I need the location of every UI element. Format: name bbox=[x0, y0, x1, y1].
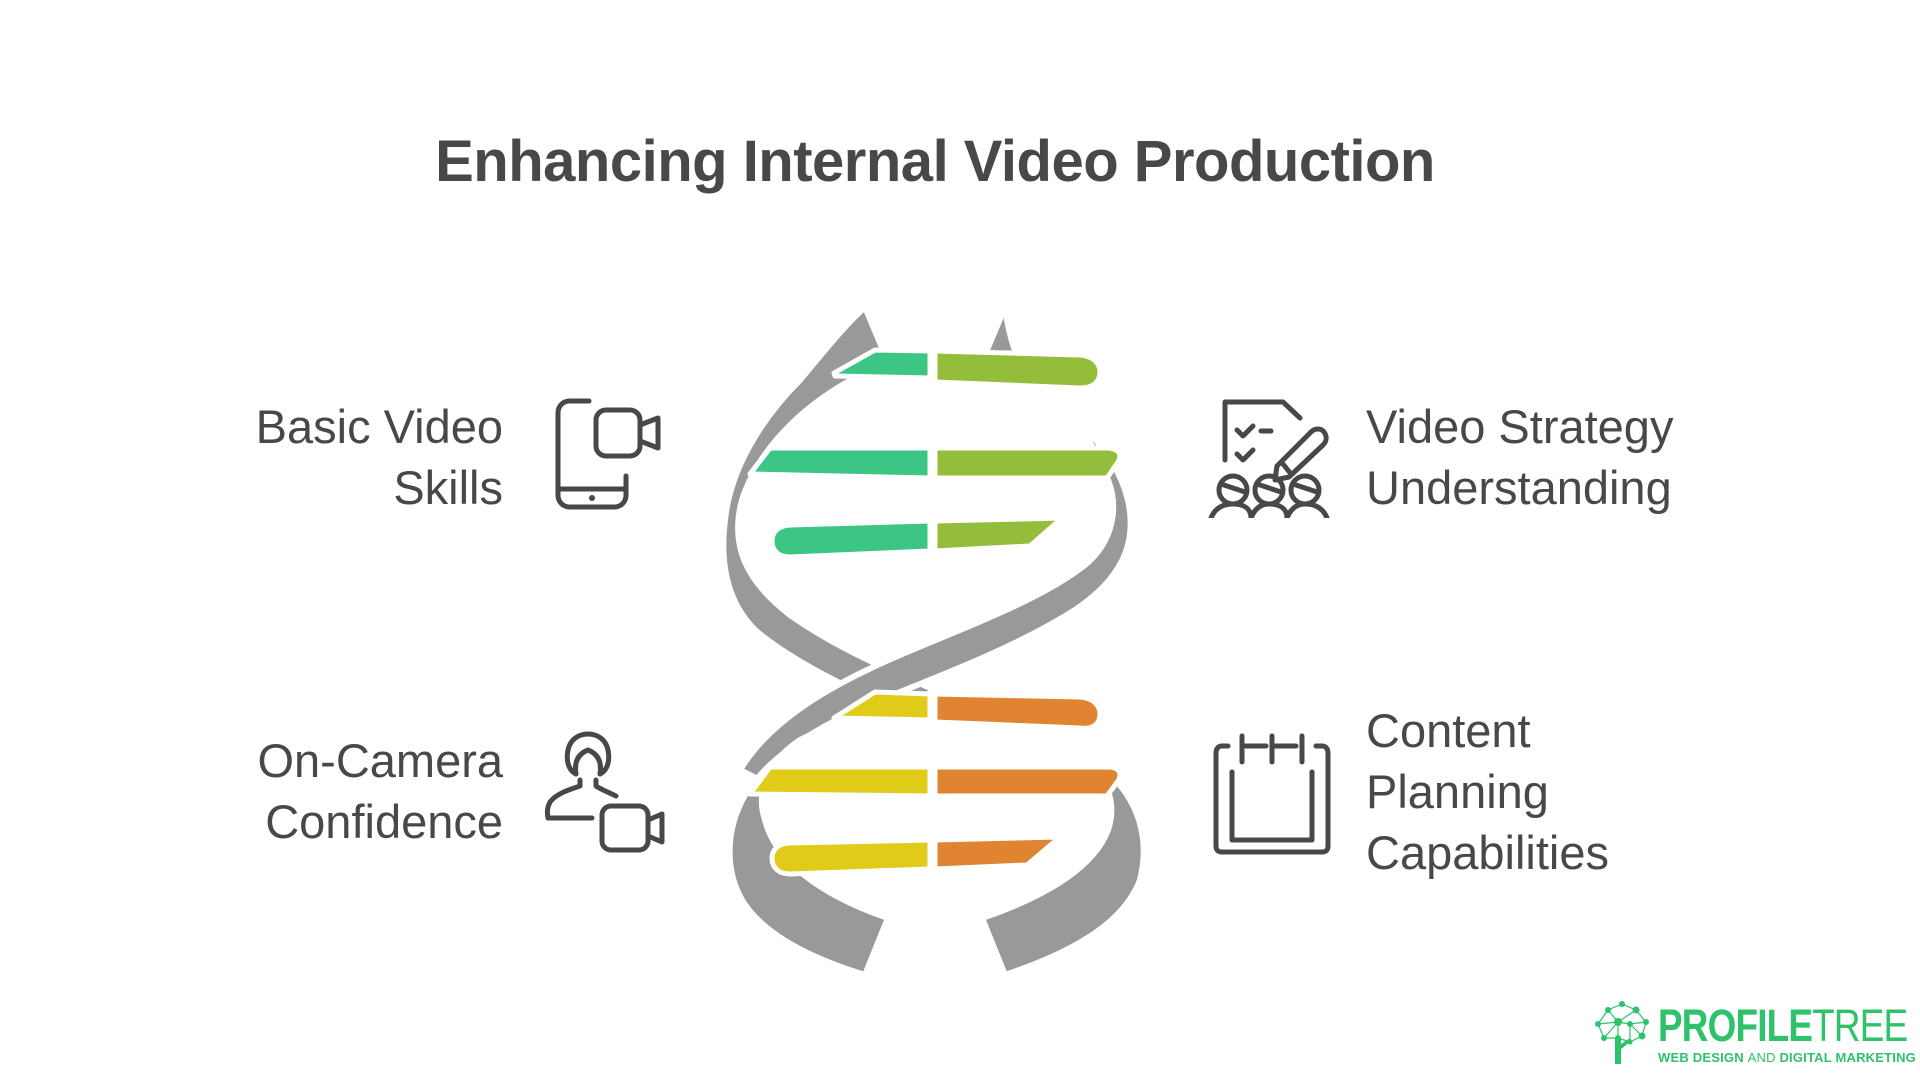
tree-network-icon bbox=[1595, 1001, 1649, 1064]
label-on-camera-confidence: On-Camera Confidence bbox=[257, 730, 503, 852]
label-line: Capabilities bbox=[1366, 826, 1609, 879]
rung-6-right bbox=[932, 834, 1063, 872]
label-line: Planning bbox=[1366, 765, 1549, 818]
label-line: Video Strategy bbox=[1366, 400, 1674, 453]
profiletree-logo[interactable]: PROFILETREE WEB DESIGN AND DIGITAL MARKE… bbox=[1590, 998, 1916, 1068]
page-title: Enhancing Internal Video Production bbox=[435, 129, 1435, 194]
label-line: Skills bbox=[393, 461, 503, 514]
lower-rungs bbox=[747, 689, 1123, 877]
label-line: Understanding bbox=[1366, 461, 1672, 514]
rung-3-right bbox=[932, 515, 1065, 554]
rung-5-right bbox=[932, 764, 1123, 799]
rung-3-left bbox=[769, 518, 933, 560]
person-video-camera-icon bbox=[544, 731, 665, 853]
logo-tagline: WEB DESIGN AND DIGITAL MARKETING bbox=[1658, 1050, 1916, 1065]
label-basic-video-skills: Basic Video Skills bbox=[256, 396, 503, 518]
rung-1-left bbox=[831, 347, 933, 381]
logo-wordmark: PROFILETREE bbox=[1658, 1000, 1908, 1051]
rung-6-left bbox=[769, 837, 933, 877]
upper-rungs bbox=[747, 347, 1123, 560]
rung-1-right bbox=[932, 348, 1103, 391]
label-content-planning-capabilities: Content Planning Capabilities bbox=[1366, 700, 1609, 883]
calendar-icon bbox=[1213, 733, 1331, 855]
rung-2-left bbox=[747, 445, 933, 481]
rung-4-right bbox=[932, 691, 1103, 731]
rung-4-left bbox=[831, 689, 933, 723]
smartphone-video-camera-icon bbox=[555, 398, 661, 510]
checklist-pencil-team-icon bbox=[1208, 399, 1330, 518]
label-line: Content bbox=[1366, 704, 1531, 757]
label-line: Basic Video bbox=[255, 400, 503, 453]
label-line: On-Camera bbox=[257, 734, 503, 787]
label-video-strategy-understanding: Video Strategy Understanding bbox=[1366, 396, 1673, 518]
rung-5-left bbox=[747, 764, 933, 799]
rung-2-right bbox=[932, 445, 1123, 481]
label-line: Confidence bbox=[265, 795, 503, 848]
